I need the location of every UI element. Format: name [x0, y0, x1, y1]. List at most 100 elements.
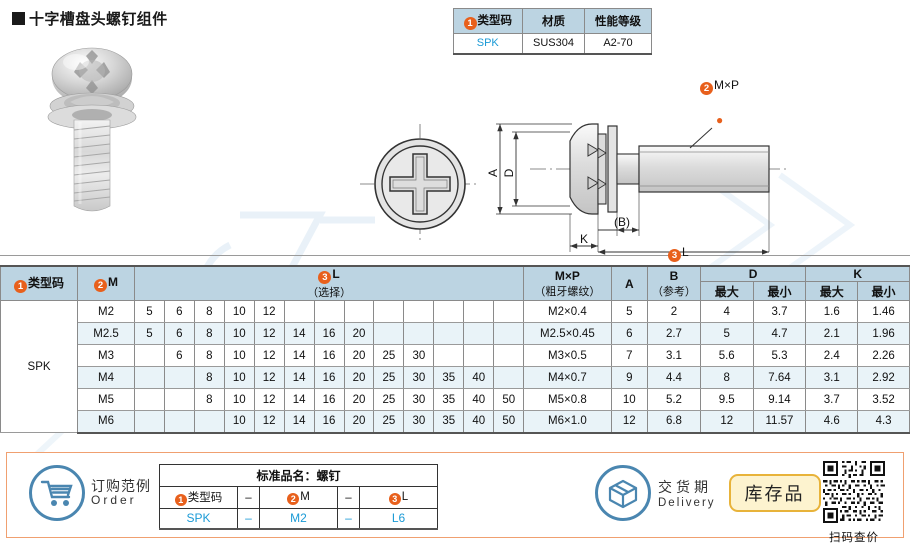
spec-m-cell: M2 [77, 300, 135, 323]
delivery-label: 交货期 Delivery [658, 477, 716, 509]
spec-l-cell: 20 [343, 366, 375, 389]
section-divider [0, 255, 910, 256]
spec-l-cell: 12 [253, 388, 285, 411]
spec-l-cell [493, 322, 525, 345]
spec-m-cell: M4 [77, 366, 135, 389]
spec-l-cell: 5 [133, 300, 165, 323]
spec-l-cell: 6 [163, 344, 195, 367]
spec-code-cell: SPK [0, 300, 79, 433]
spec-k-max-cell: 3.7 [805, 388, 859, 411]
spec-l-cell: 40 [463, 366, 495, 389]
spec-d-min-cell: 7.64 [752, 366, 807, 389]
spec-l-cell: 40 [463, 410, 495, 434]
spec-b-cell: 2.7 [647, 322, 701, 345]
spec-l-cell: 12 [253, 300, 285, 323]
spec-k-max-cell: 3.1 [805, 366, 859, 389]
spec-m-cell: M5 [77, 388, 135, 411]
spec-mxp-cell: M3×0.5 [523, 344, 612, 367]
spec-l-cell: 30 [403, 344, 435, 367]
spec-header-d: D [699, 265, 807, 283]
top-view-drawing [360, 124, 480, 244]
spec-b-cell: 6.8 [647, 410, 701, 434]
spec-l-cell: 25 [373, 344, 405, 367]
spec-l-cell [433, 344, 465, 367]
spec-l-cell: 14 [283, 366, 315, 389]
spec-d-min-cell: 4.7 [752, 322, 807, 345]
spec-l-cell [163, 366, 195, 389]
spec-l-cell: 14 [283, 322, 315, 345]
spec-l-cell [433, 322, 465, 345]
spec-header-d-min: 最小 [752, 281, 807, 301]
order-value-sep-2: – [337, 508, 360, 530]
spec-l-cell: 12 [253, 344, 285, 367]
spec-l-cell [283, 300, 315, 323]
order-label-en: Order [91, 493, 137, 508]
spec-l-cell [463, 300, 495, 323]
spec-l-cell [373, 300, 405, 323]
spec-l-cell: 50 [493, 388, 525, 411]
spec-l-cell: 25 [373, 410, 405, 434]
badge-1-icon: 1 [14, 280, 28, 293]
spec-l-cell: 20 [343, 410, 375, 434]
spec-l-cell: 14 [283, 388, 315, 411]
spec-m-cell: M2.5 [77, 322, 135, 345]
spec-l-cell: 10 [223, 322, 255, 345]
spec-l-cell: 30 [403, 388, 435, 411]
spec-k-min-cell: 3.52 [857, 388, 910, 411]
spec-l-cell [493, 366, 525, 389]
spec-l-cell [493, 300, 525, 323]
qr-code-block: 扫码查价 [823, 461, 885, 545]
spec-l-cell: 12 [253, 366, 285, 389]
spec-l-cell [403, 300, 435, 323]
spec-l-cell: 25 [373, 366, 405, 389]
spec-d-max-cell: 9.5 [699, 388, 754, 411]
spec-l-cell: 40 [463, 388, 495, 411]
spec-k-min-cell: 1.96 [857, 322, 910, 345]
spec-mxp-cell: M4×0.7 [523, 366, 612, 389]
badge-2-icon: 2 [700, 82, 713, 95]
spec-l-cell [193, 410, 225, 434]
order-example-block: 订购范例 Order [29, 465, 151, 521]
spec-l-cell: 14 [283, 410, 315, 434]
spec-l-cell: 16 [313, 366, 345, 389]
spec-mxp-cell: M2.5×0.45 [523, 322, 612, 345]
spec-d-max-cell: 8 [699, 366, 754, 389]
spec-l-cell: 10 [223, 344, 255, 367]
spec-header-mxp: M×P （粗牙螺纹） [523, 265, 612, 301]
stock-status-badge: 库存品 [728, 474, 821, 512]
spec-l-cell: 6 [163, 322, 195, 345]
spec-l-cell [133, 366, 165, 389]
spec-l-cell [133, 388, 165, 411]
spec-mxp-cell: M6×1.0 [523, 410, 612, 434]
spec-l-cell: 16 [313, 322, 345, 345]
spec-l-cell: 12 [253, 322, 285, 345]
spec-mxp-cell: M2×0.4 [523, 300, 612, 323]
order-sep-2: – [337, 486, 360, 509]
spec-m-cell: M6 [77, 410, 135, 434]
spec-l-cell: 14 [283, 344, 315, 367]
spec-l-cell: 20 [343, 388, 375, 411]
order-title-row: 标准品名：螺钉 [159, 464, 438, 487]
order-value-row: SPK – M2 – L6 [159, 508, 438, 530]
order-value-m: M2 [259, 508, 338, 530]
spec-l-cell [313, 300, 345, 323]
spec-d-max-cell: 4 [699, 300, 754, 323]
badge-1-icon: 1 [174, 494, 187, 506]
spec-d-max-cell: 5 [699, 322, 754, 345]
spec-l-cell: 25 [373, 388, 405, 411]
material-material-value: SUS304 [522, 33, 585, 55]
spec-l-cell [133, 410, 165, 434]
box-delivery-icon [595, 465, 651, 521]
spec-l-cell [493, 344, 525, 367]
spec-b-cell: 5.2 [647, 388, 701, 411]
